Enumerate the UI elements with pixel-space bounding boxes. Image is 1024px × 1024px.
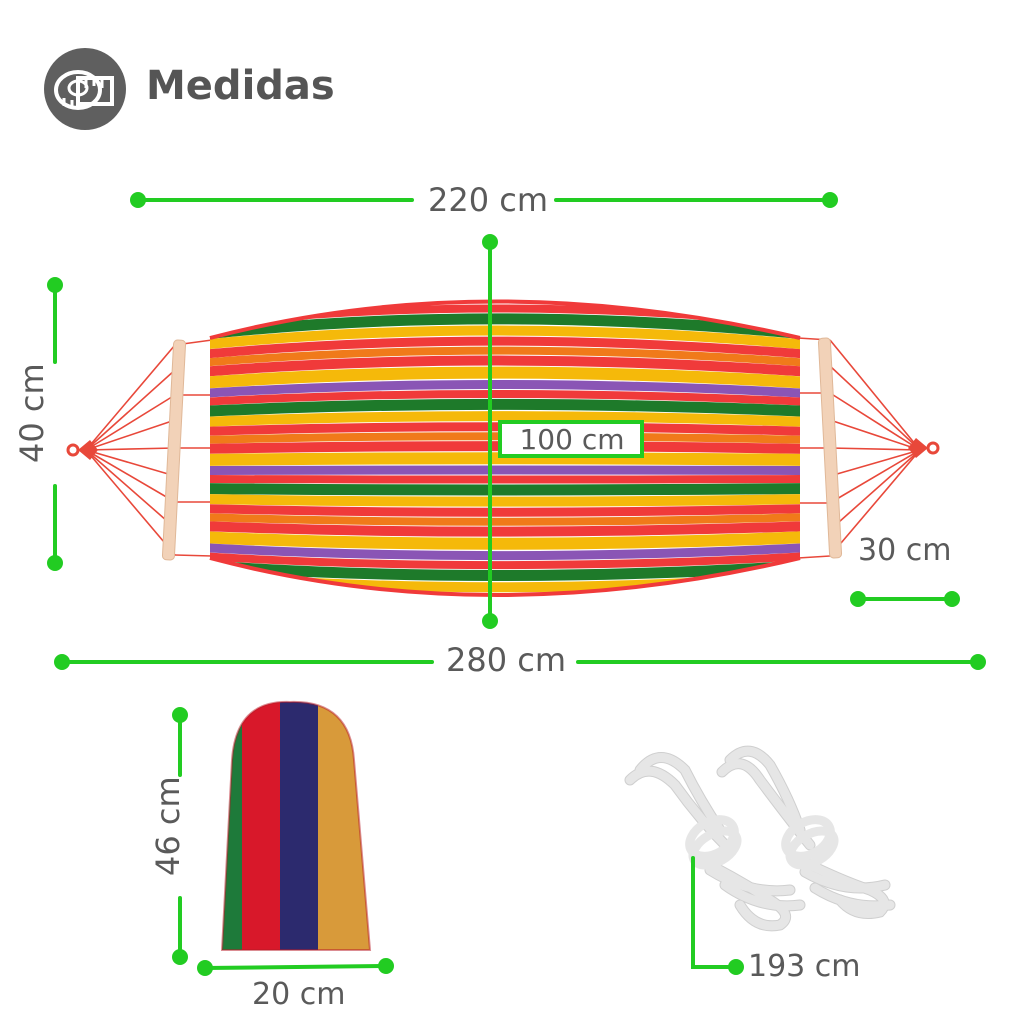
right-ring: [926, 441, 940, 455]
dim-46-label: 46 cm: [149, 776, 187, 876]
dim-100-label: 100 cm: [519, 423, 625, 456]
left-spreader-bar: [161, 339, 187, 561]
dimension-dots: [47, 192, 986, 976]
dim-20-line: [203, 964, 388, 970]
center-width-box: [498, 420, 644, 458]
dim-220-label: 220 cm: [428, 181, 549, 219]
left-ring: [66, 443, 80, 457]
right-spreader-bar: [817, 337, 843, 559]
dimension-lines: [53, 198, 980, 970]
dim-280-label: 280 cm: [446, 641, 567, 679]
storage-bag: [222, 701, 370, 950]
page-title: Medidas: [146, 63, 335, 109]
rope-coils: [624, 745, 896, 932]
measuring-tape-badge: [44, 48, 126, 130]
measuring-tape-icon: [54, 70, 114, 110]
dim-30-label: 30 cm: [858, 533, 952, 568]
right-ropes: [797, 337, 921, 559]
dim-40-label: 40 cm: [13, 363, 51, 463]
left-ropes: [85, 339, 213, 557]
dim-193-line: [691, 856, 735, 969]
hammock-body: [210, 301, 800, 595]
dim-193-label: 193 cm: [748, 949, 861, 984]
right-knot: [908, 438, 928, 458]
left-knot: [78, 440, 98, 460]
dim-20-label: 20 cm: [252, 977, 346, 1012]
